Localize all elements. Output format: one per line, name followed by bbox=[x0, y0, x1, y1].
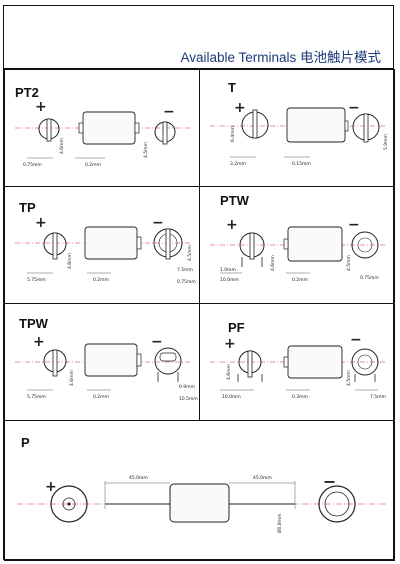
dim-label: 4.6mm bbox=[67, 253, 73, 269]
page-title: Available Terminals 电池触片模式 bbox=[180, 50, 381, 65]
dim-label: 4.6mm bbox=[59, 138, 65, 154]
dim-label: 4.6mm bbox=[226, 364, 232, 380]
battery-body bbox=[287, 345, 343, 379]
terminal-tab bbox=[344, 120, 349, 132]
panel-label: TP bbox=[19, 200, 36, 215]
panel-label: TPW bbox=[19, 316, 48, 331]
battery-end-negative bbox=[351, 348, 379, 376]
dim-label: 6.4mm bbox=[230, 126, 236, 142]
battery-end-negative bbox=[154, 347, 182, 375]
dim-label: 10.0mm bbox=[222, 394, 241, 400]
dim-label: 0.75mm bbox=[177, 279, 196, 285]
dim-label: 45.0mm bbox=[253, 475, 272, 481]
terminal-tab bbox=[249, 232, 255, 260]
battery-end-negative bbox=[318, 485, 356, 523]
dim-label: 4.5mm bbox=[187, 245, 193, 261]
terminal-tab bbox=[136, 353, 142, 367]
panel-ptw: PTW + − 1.0mm 10.0mm 4.6mm 0.2mm 4.5mm bbox=[199, 186, 395, 304]
battery-end-positive bbox=[50, 485, 88, 523]
minus-sign: − bbox=[163, 104, 175, 120]
dim-label: 0.2mm bbox=[93, 394, 109, 400]
dim-label: 0.2mm bbox=[93, 277, 109, 283]
terminal-tab bbox=[52, 349, 58, 377]
battery-body bbox=[84, 226, 138, 260]
dim-label: 5.9mm bbox=[383, 134, 389, 150]
plus-sign: + bbox=[35, 99, 47, 115]
diagram-frame: Available Terminals 电池触片模式 PT2 + − 0.75m… bbox=[3, 5, 395, 561]
ptw-drawing: + − 1.0mm 10.0mm 4.6mm 0.2mm 4.5mm 0.75m… bbox=[210, 217, 386, 283]
panel-tpw: TPW + − 5.75mm 4.6mm 0.2mm 0.9mm 10.5mm bbox=[4, 303, 200, 421]
panel-pf: PF + − 4.6mm 10.0mm 0.3mm 4.5mm bbox=[199, 303, 395, 421]
dim-label: 0.75mm bbox=[360, 275, 379, 281]
dim-label: 5.75mm bbox=[27, 277, 46, 283]
minus-sign: − bbox=[152, 215, 164, 231]
dim-label: 3.2mm bbox=[230, 161, 246, 167]
terminal-tab bbox=[283, 238, 289, 250]
plus-sign: + bbox=[234, 100, 246, 116]
dim-label: 10.0mm bbox=[220, 277, 239, 283]
minus-sign: − bbox=[350, 332, 362, 348]
header: Available Terminals 电池触片模式 bbox=[4, 6, 393, 69]
plus-sign: + bbox=[33, 334, 45, 350]
dim-label: 45.0mm bbox=[129, 475, 148, 481]
terminal-tab bbox=[162, 121, 168, 145]
dim-label: Ø0.8mm bbox=[276, 514, 283, 533]
dim-label: 7.5mm bbox=[177, 267, 193, 273]
terminal-tab bbox=[363, 113, 369, 143]
dim-label: 4.6mm bbox=[270, 255, 276, 271]
dim-label: 10.5mm bbox=[179, 396, 198, 402]
terminal-tab bbox=[165, 228, 171, 260]
panel-t: T + − 3.2mm 6.4mm 0.15mm 5.9mm bbox=[199, 69, 395, 187]
dim-label: 5.75mm bbox=[27, 394, 46, 400]
panel-p: P + 45.0mm 45.0mm Ø0.8mm − bbox=[4, 420, 395, 561]
dim-label: 4.5mm bbox=[346, 255, 352, 271]
tp-drawing: + − 5.75mm 4.6mm 0.2mm 4.5mm 7.5mm 0.75m… bbox=[15, 215, 196, 285]
dim-label: 0.75mm bbox=[23, 162, 42, 168]
plus-sign: + bbox=[45, 479, 57, 495]
terminal-tab bbox=[283, 356, 289, 368]
panel-tp: TP + − 5.75mm 4.6mm 0.2mm 4.5mm 7.5mm 0 bbox=[4, 186, 200, 304]
dim-label: 0.3mm bbox=[292, 394, 308, 400]
plus-sign: + bbox=[226, 217, 238, 233]
dim-label: 4.5mm bbox=[143, 142, 149, 158]
dim-label: 0.15mm bbox=[292, 161, 311, 167]
pt2-drawing: + − 0.75mm 4.6mm 0.2mm 4.5mm bbox=[15, 99, 191, 168]
terminal-tab bbox=[252, 109, 258, 139]
pf-drawing: + − 4.6mm 10.0mm 0.3mm 4.5mm 7.5mm bbox=[210, 332, 386, 400]
terminal-tab bbox=[78, 122, 84, 134]
battery-body bbox=[169, 483, 230, 523]
battery-body bbox=[287, 226, 343, 262]
panel-pt2: PT2 + − 0.75mm 4.6mm 0.2mm 4.5mm bbox=[4, 69, 200, 187]
t-drawing: + − 3.2mm 6.4mm 0.15mm 5.9mm bbox=[210, 100, 389, 167]
battery-body bbox=[84, 343, 138, 377]
dim-label: 4.5mm bbox=[346, 370, 352, 386]
dim-label: 4.6mm bbox=[69, 370, 75, 386]
battery-body bbox=[286, 107, 346, 143]
dim-label: 0.2mm bbox=[85, 162, 101, 168]
panel-label: PTW bbox=[220, 193, 249, 208]
minus-sign: − bbox=[348, 217, 360, 233]
dim-label: 0.9mm bbox=[179, 384, 195, 390]
terminal-tab bbox=[247, 350, 253, 378]
panel-label: PF bbox=[228, 320, 245, 335]
terminal-tab bbox=[52, 232, 58, 260]
battery-end-negative bbox=[351, 231, 379, 259]
terminal-tab bbox=[136, 236, 142, 250]
dim-label: 7.5mm bbox=[370, 394, 386, 400]
battery-body bbox=[82, 111, 136, 145]
panel-label: T bbox=[228, 80, 236, 95]
minus-sign: − bbox=[348, 100, 360, 116]
plus-sign: + bbox=[224, 336, 236, 352]
terminal-tab bbox=[46, 118, 52, 142]
p-drawing: + 45.0mm 45.0mm Ø0.8mm − bbox=[17, 472, 387, 533]
panel-label: PT2 bbox=[15, 85, 39, 100]
dim-label: 0.2mm bbox=[292, 277, 308, 283]
panel-label: P bbox=[21, 435, 30, 450]
terminal-tab bbox=[134, 122, 140, 134]
plus-sign: + bbox=[35, 215, 47, 231]
minus-sign: − bbox=[151, 334, 163, 350]
dim-label: 1.0mm bbox=[220, 267, 236, 273]
tpw-drawing: + − 5.75mm 4.6mm 0.2mm 0.9mm 10.5mm bbox=[15, 334, 198, 402]
